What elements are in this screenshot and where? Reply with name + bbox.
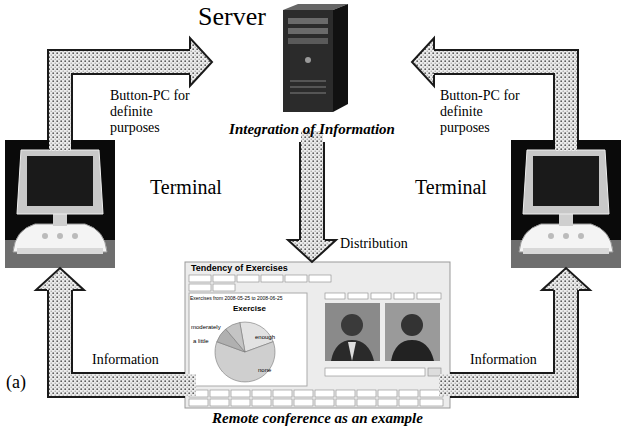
monitor-bezel xyxy=(523,150,609,214)
arrow-head-outline xyxy=(36,268,84,290)
chart-panel xyxy=(189,293,307,386)
block-arrow xyxy=(36,268,185,385)
button-row xyxy=(189,275,331,291)
block-arrow xyxy=(450,268,590,385)
screen-text: none xyxy=(258,367,271,374)
arrow-outline xyxy=(434,62,566,140)
server-tower xyxy=(283,4,348,112)
base-lip xyxy=(523,248,609,254)
drive-bay xyxy=(288,38,328,44)
arrow-outline xyxy=(450,290,566,385)
caption: Remote conference as an example xyxy=(212,410,423,427)
arrow-outline xyxy=(299,142,325,240)
arrow-label: Button-PC for definite purposes xyxy=(110,88,200,136)
control-row xyxy=(325,293,441,299)
pie-slice xyxy=(215,342,275,382)
video-photo xyxy=(325,303,380,361)
screenshot-node: Remote conference as an example xyxy=(185,262,450,408)
base-button xyxy=(563,233,569,239)
node-heading: Terminal xyxy=(150,176,222,199)
block-arrow xyxy=(412,38,566,140)
terminal-picture xyxy=(511,140,621,268)
arrow-label: Distribution xyxy=(340,236,430,252)
arrow-head xyxy=(542,268,590,290)
arrow-head-outline xyxy=(412,38,434,86)
node-heading: Server xyxy=(198,2,266,32)
arrow-shaft xyxy=(301,142,323,240)
arrow-shaft xyxy=(434,62,566,140)
monitor-bezel xyxy=(17,150,103,214)
node-heading: Terminal xyxy=(415,176,487,199)
base-button xyxy=(57,233,63,239)
arrow-label: Button-PC for definite purposes xyxy=(440,88,532,136)
arrow-head-outline xyxy=(288,240,336,262)
button-row xyxy=(189,390,443,406)
server-node: ServerIntegration of Information xyxy=(212,5,412,140)
window-ground xyxy=(185,262,450,408)
tower-side xyxy=(333,4,348,112)
block-arrow xyxy=(60,38,212,140)
vent xyxy=(290,92,326,94)
photo-ground xyxy=(5,140,115,268)
vent xyxy=(290,86,326,88)
base-lip xyxy=(17,248,103,254)
base-button xyxy=(42,233,48,239)
arrow-label: Information xyxy=(470,352,550,368)
drive-bay xyxy=(288,28,328,34)
pie-slice xyxy=(226,323,245,353)
screenshot xyxy=(185,262,450,408)
arrow-head xyxy=(36,268,84,290)
video-photo xyxy=(385,303,440,361)
base-button xyxy=(72,233,78,239)
arrow-head xyxy=(412,38,434,86)
message-box xyxy=(325,368,425,376)
base-button xyxy=(548,233,554,239)
tower-front xyxy=(283,10,333,112)
terminal-base xyxy=(519,224,613,252)
arrow-head xyxy=(190,38,212,86)
arrow-head xyxy=(288,240,336,262)
screen-text: Exercise xyxy=(233,305,266,314)
screen-text: Exercises from 2008-05-25 to 2008-06-25 xyxy=(190,296,283,302)
arrow-outline xyxy=(60,290,185,385)
screen-text: moderately xyxy=(191,324,221,331)
arrow-head-outline xyxy=(542,268,590,290)
vent xyxy=(290,80,326,82)
terminal-picture xyxy=(5,140,115,268)
arrow-head-outline xyxy=(190,38,212,86)
arrow-label: Information xyxy=(92,352,177,368)
arrow-shaft xyxy=(60,290,185,385)
power-button xyxy=(305,57,311,63)
screen-text: enough xyxy=(255,334,275,341)
screen-text: Tendency of Exercises xyxy=(191,264,288,274)
monitor-screen xyxy=(533,156,599,206)
photo-ground xyxy=(511,140,621,268)
screen-text: a little xyxy=(193,338,209,345)
monitor-screen xyxy=(27,156,93,206)
drive-bay xyxy=(288,18,328,24)
terminal-node: Terminal xyxy=(5,140,115,268)
caption: Integration of Information xyxy=(229,121,395,138)
base-button xyxy=(578,233,584,239)
panel-letter: (a) xyxy=(6,373,26,393)
block-arrow xyxy=(288,142,336,262)
terminal-base xyxy=(13,224,107,252)
terminal-node: Terminal xyxy=(511,140,621,268)
arrow-shaft xyxy=(450,290,566,385)
